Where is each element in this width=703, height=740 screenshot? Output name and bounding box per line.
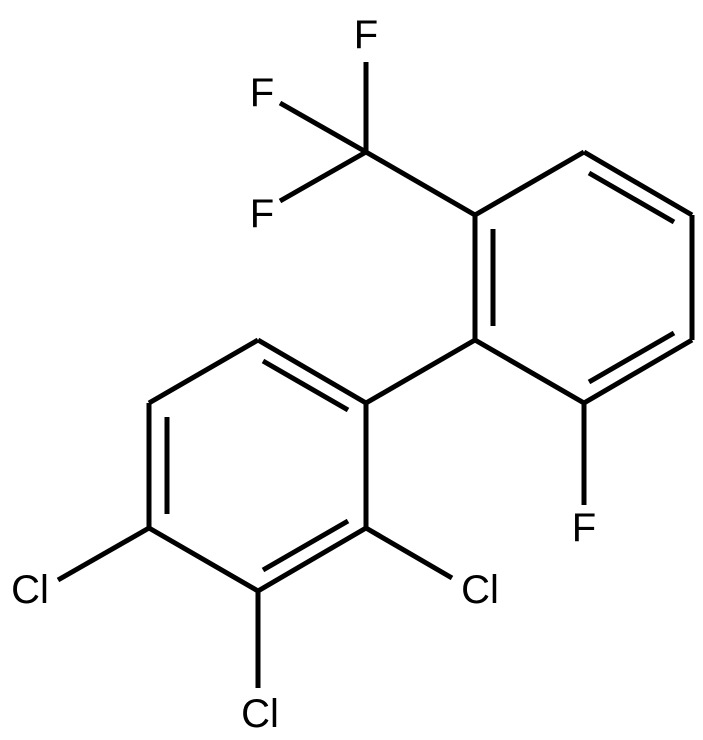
atom-label-f-ring: F (572, 506, 596, 550)
bond-ring-b-1 (256, 337, 368, 406)
bond-c-f-lower-left (278, 149, 368, 204)
bond-ring-b-1-inner (261, 358, 350, 413)
atom-label-f-upper-left: F (250, 71, 274, 115)
bond-ring-b-5 (256, 525, 368, 594)
lower-ring (56, 337, 454, 688)
bond-ring-b-5-inner (261, 518, 350, 573)
bond-ring-b-2 (147, 337, 260, 406)
cf3-group (278, 62, 477, 218)
bond-ring-a-4-inner (587, 330, 676, 385)
bond-c-cl-right (364, 525, 454, 581)
upper-ring (472, 149, 695, 505)
bond-ring-b-4 (147, 525, 260, 594)
bond-c-cl-left (56, 525, 151, 583)
atom-label-f-lower-left: F (250, 192, 274, 236)
bond-biaryl (364, 337, 477, 406)
bond-ring-a-2 (582, 149, 694, 218)
atom-label-cl-right: Cl (461, 568, 499, 612)
bond-ring-a-1 (473, 149, 586, 218)
atom-label-cl-left: Cl (11, 568, 49, 612)
bond-c-f-upper-left (278, 100, 368, 155)
bond-ring-a-2-inner (587, 170, 676, 225)
bond-ring-a-5 (473, 337, 586, 406)
bond-cf3-ring (364, 149, 477, 218)
atom-labels: F F F F Cl Cl Cl (11, 13, 596, 736)
bond-ring-a-4 (582, 337, 694, 406)
atom-label-cl-bottom: Cl (241, 692, 279, 736)
atom-label-f-top: F (354, 13, 378, 57)
